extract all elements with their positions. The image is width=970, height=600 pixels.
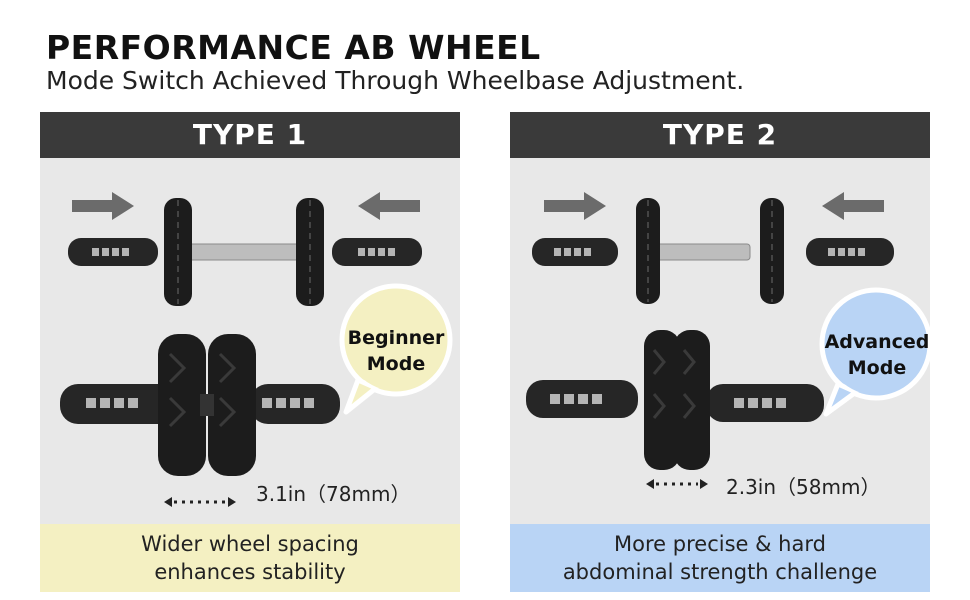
type-2-panel: TYPE 2: [510, 112, 930, 592]
mode-label-line-2: Mode: [366, 353, 426, 375]
caption-line-1: Wider wheel spacing: [141, 532, 359, 556]
type-1-header: TYPE 1: [40, 112, 460, 158]
wheel-spacing-measurement: 3.1in（78mm）: [256, 482, 411, 506]
caption-line-2: abdominal strength challenge: [562, 560, 878, 584]
page-title: PERFORMANCE AB WHEEL: [46, 28, 541, 67]
mode-label: Advanced Mode: [821, 329, 933, 381]
spacing-dimension-arrow-icon: [646, 479, 708, 489]
caption-line-2: enhances stability: [154, 560, 346, 584]
mode-label-line-1: Beginner: [347, 327, 445, 349]
left-wheel-icon: [636, 198, 660, 304]
wheel-spacing-measurement: 2.3in（58mm）: [726, 475, 881, 499]
left-handle-icon: [532, 238, 618, 266]
right-push-arrow-icon: [358, 192, 420, 220]
left-handle-icon: [68, 238, 158, 266]
right-handle-icon: [806, 238, 894, 266]
right-wheel-icon: [760, 198, 784, 304]
assembled-ab-wheel-icon: [526, 330, 824, 470]
left-push-arrow-icon: [72, 192, 134, 220]
mode-label: Beginner Mode: [341, 325, 451, 377]
page-subtitle: Mode Switch Achieved Through Wheelbase A…: [46, 66, 745, 95]
right-push-arrow-icon: [822, 192, 884, 220]
left-wheel-icon: [164, 198, 192, 306]
left-push-arrow-icon: [544, 192, 606, 220]
type-1-caption: Wider wheel spacing enhances stability: [40, 524, 460, 592]
beginner-mode-bubble: [339, 283, 453, 415]
type-2-header: TYPE 2: [510, 112, 930, 158]
right-handle-icon: [332, 238, 422, 266]
caption-line-1: More precise & hard: [614, 532, 826, 556]
assembled-ab-wheel-icon: [60, 334, 340, 476]
mode-label-line-1: Advanced: [824, 331, 930, 353]
axle-bar: [649, 243, 751, 261]
type-2-caption: More precise & hard abdominal strength c…: [510, 524, 930, 592]
advanced-mode-bubble: [819, 287, 930, 417]
mode-label-line-2: Mode: [847, 357, 907, 379]
axle-bar: [179, 243, 301, 261]
type-1-panel: TYPE 1: [40, 112, 460, 592]
type-2-illustration: [526, 192, 930, 489]
right-wheel-icon: [296, 198, 324, 306]
type-1-illustration: [60, 192, 453, 507]
spacing-dimension-arrow-icon: [164, 497, 236, 507]
